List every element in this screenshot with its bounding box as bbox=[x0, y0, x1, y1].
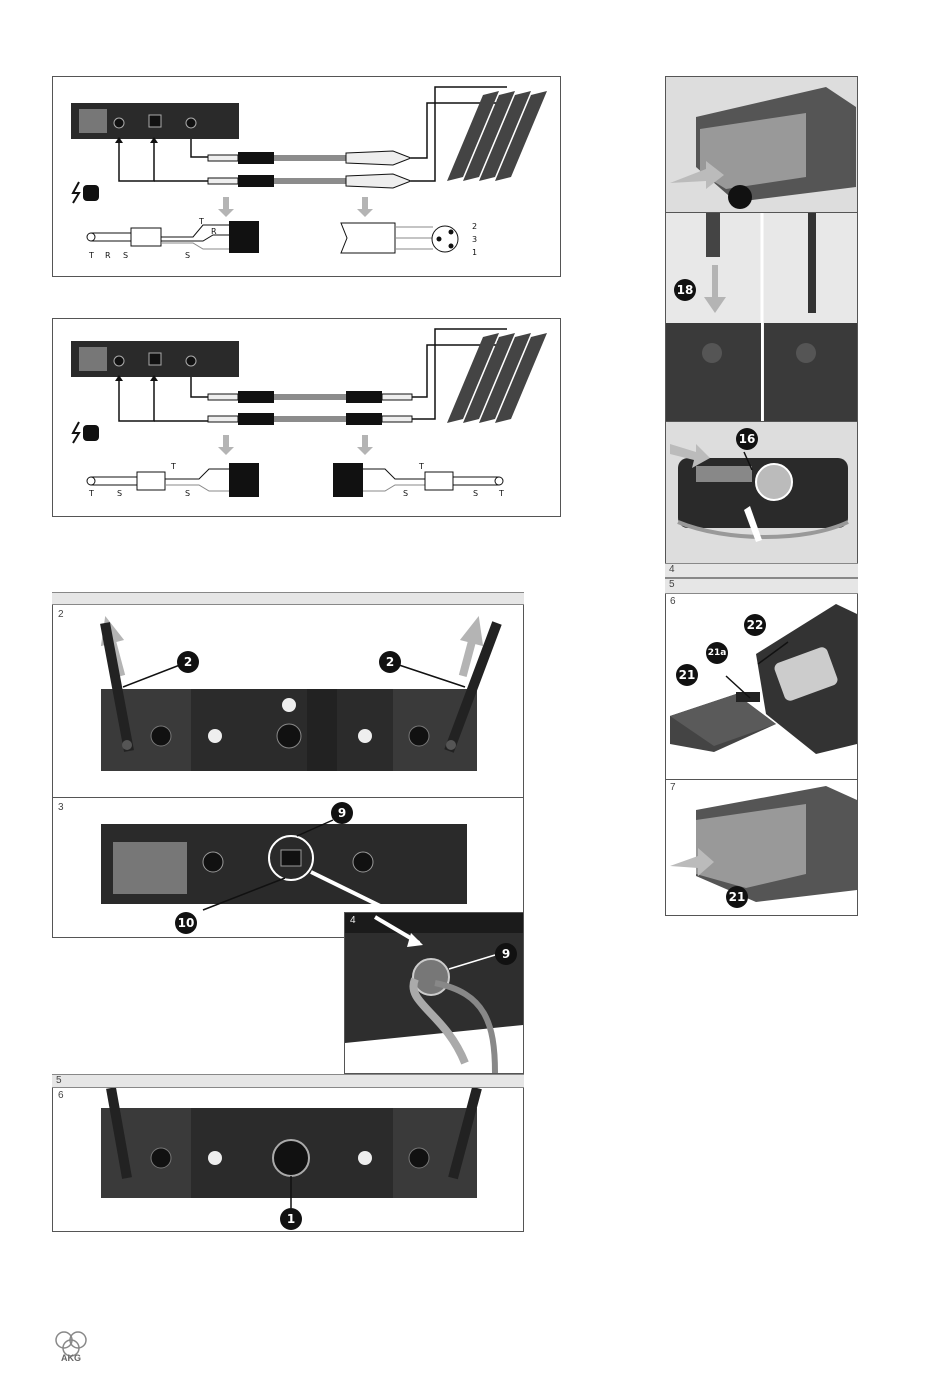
controls-graphic bbox=[666, 422, 857, 563]
callout-power: 1 bbox=[280, 1208, 302, 1230]
wire-ring-label: R bbox=[211, 227, 217, 236]
receiver-bar-5: 5 bbox=[52, 1074, 524, 1088]
wiring-diagram-balanced: T R S T R S 2 3 1 bbox=[52, 76, 561, 277]
plug-left-sleeve-label: S bbox=[117, 489, 122, 498]
receiver-panel-antennas: 2 2 2 bbox=[52, 605, 524, 798]
receiver-panel-power: 6 1 bbox=[52, 1088, 524, 1232]
plug-right-sleeve-label: S bbox=[473, 489, 478, 498]
wire-tip-label: T bbox=[198, 217, 204, 226]
transmitter-panel-battery-open: 6 22 21a 21 bbox=[665, 594, 858, 780]
akg-logo: AKG bbox=[48, 1328, 94, 1364]
receiver-header-bar bbox=[52, 592, 524, 605]
akg-logo-text: AKG bbox=[61, 1353, 81, 1363]
receiver-front-antennas-graphic bbox=[53, 605, 523, 796]
transmitter-panel-battery-insert: 7 21 bbox=[665, 779, 858, 916]
wire-left-tip-label: T bbox=[170, 462, 176, 471]
callout-battery-a: 22 bbox=[744, 614, 766, 636]
bar-number: 5 bbox=[56, 1075, 62, 1086]
bar-number: 4 bbox=[669, 564, 675, 575]
plug-right-tip-label: T bbox=[498, 489, 504, 498]
callout-battery-cover-insert: 21 bbox=[726, 886, 748, 908]
wire-right-tip-label: T bbox=[418, 462, 424, 471]
wiring-diagram-balanced-graphic: T R S T R S 2 3 1 bbox=[53, 77, 560, 276]
callout-controls: 16 bbox=[736, 428, 758, 450]
callout-antenna-right: 2 bbox=[379, 651, 401, 673]
xlr-pin-3-label: 3 bbox=[472, 235, 477, 244]
transmitter-panel-mic-connect: 18 bbox=[665, 212, 858, 422]
wiring-diagram-unbalanced: T S T S T S S T bbox=[52, 318, 561, 517]
connector-detail-graphic bbox=[345, 913, 523, 1073]
plug-tip-label: T bbox=[88, 251, 94, 260]
callout-connector-top: 9 bbox=[331, 802, 353, 824]
plug-sleeve-label: S bbox=[123, 251, 128, 260]
bar-number: 5 bbox=[669, 579, 675, 590]
transmitter-panel-controls: 16 bbox=[665, 421, 858, 564]
callout-mic-connector: 18 bbox=[674, 279, 696, 301]
transmitter-bar-4: 4 bbox=[665, 563, 858, 578]
akg-logo-icon: AKG bbox=[48, 1328, 94, 1364]
plug-left-tip-label: T bbox=[88, 489, 94, 498]
xlr-pin-2-label: 2 bbox=[472, 222, 477, 231]
mic-connect-graphic bbox=[666, 213, 857, 421]
transmitter-panel-battery-remove bbox=[665, 76, 858, 213]
plug-ring-label: R bbox=[105, 251, 111, 260]
battery-insert-graphic bbox=[666, 780, 857, 915]
wire-left-sleeve-label: S bbox=[185, 489, 190, 498]
callout-battery-cover: 21 bbox=[676, 664, 698, 686]
receiver-panel-connector-detail: 4 9 bbox=[344, 912, 524, 1074]
transmitter-bar-5: 5 bbox=[665, 578, 858, 594]
callout-switch: 10 bbox=[175, 912, 197, 934]
wire-right-sleeve-label: S bbox=[403, 489, 408, 498]
wire-sleeve-label: S bbox=[185, 251, 190, 260]
wiring-diagram-unbalanced-graphic: T S T S T S S T bbox=[53, 319, 560, 516]
xlr-pin-1-label: 1 bbox=[472, 248, 477, 257]
callout-antenna-left: 2 bbox=[177, 651, 199, 673]
callout-battery-b: 21a bbox=[706, 642, 728, 664]
battery-remove-graphic bbox=[666, 77, 857, 212]
callout-connector-detail: 9 bbox=[495, 943, 517, 965]
